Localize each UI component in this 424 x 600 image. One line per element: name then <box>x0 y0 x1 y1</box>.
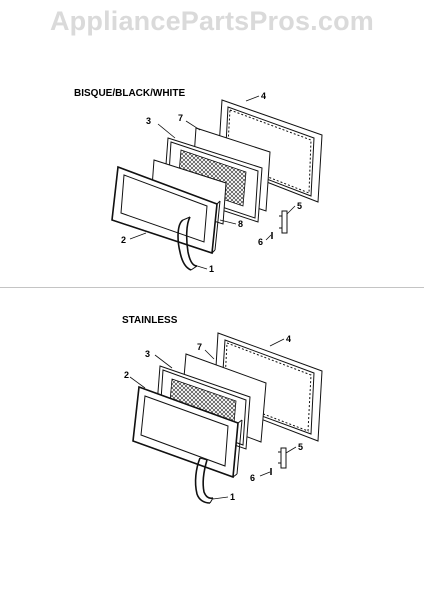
callout-7: 7 <box>197 342 202 352</box>
callout-1: 1 <box>230 492 235 502</box>
callout-7: 7 <box>178 113 183 123</box>
part-2-outer-door <box>132 385 243 479</box>
callout-4: 4 <box>286 334 291 344</box>
callout-2: 2 <box>124 370 129 380</box>
watermark: AppliancePartsPros.com <box>49 6 374 36</box>
part-5-hinge <box>279 210 288 234</box>
part-5-hinge <box>278 447 287 469</box>
callout-6: 6 <box>250 473 255 483</box>
part-1-door-handle <box>194 457 214 504</box>
callout-8: 8 <box>238 219 243 229</box>
callout-2: 2 <box>121 235 126 245</box>
section-divider <box>0 287 424 288</box>
door-assembly-diagram-stainless: 4 3 7 2 5 6 1 <box>124 332 323 504</box>
part-1-door-handle <box>177 216 198 271</box>
section-title-stainless: STAINLESS <box>122 315 178 326</box>
leader-lines <box>129 95 296 270</box>
leader-lines <box>129 338 297 500</box>
callout-6: 6 <box>258 237 263 247</box>
callout-1: 1 <box>209 264 214 274</box>
callout-3: 3 <box>146 116 151 126</box>
door-assembly-diagram-bisque: 4 3 7 5 6 8 2 1 <box>111 91 323 274</box>
section-title-bisque-black-white: BISQUE/BLACK/WHITE <box>74 88 186 99</box>
part-2-outer-door <box>111 165 221 255</box>
callout-3: 3 <box>145 349 150 359</box>
callout-4: 4 <box>261 91 266 101</box>
callout-5: 5 <box>297 201 302 211</box>
callout-5: 5 <box>298 442 303 452</box>
